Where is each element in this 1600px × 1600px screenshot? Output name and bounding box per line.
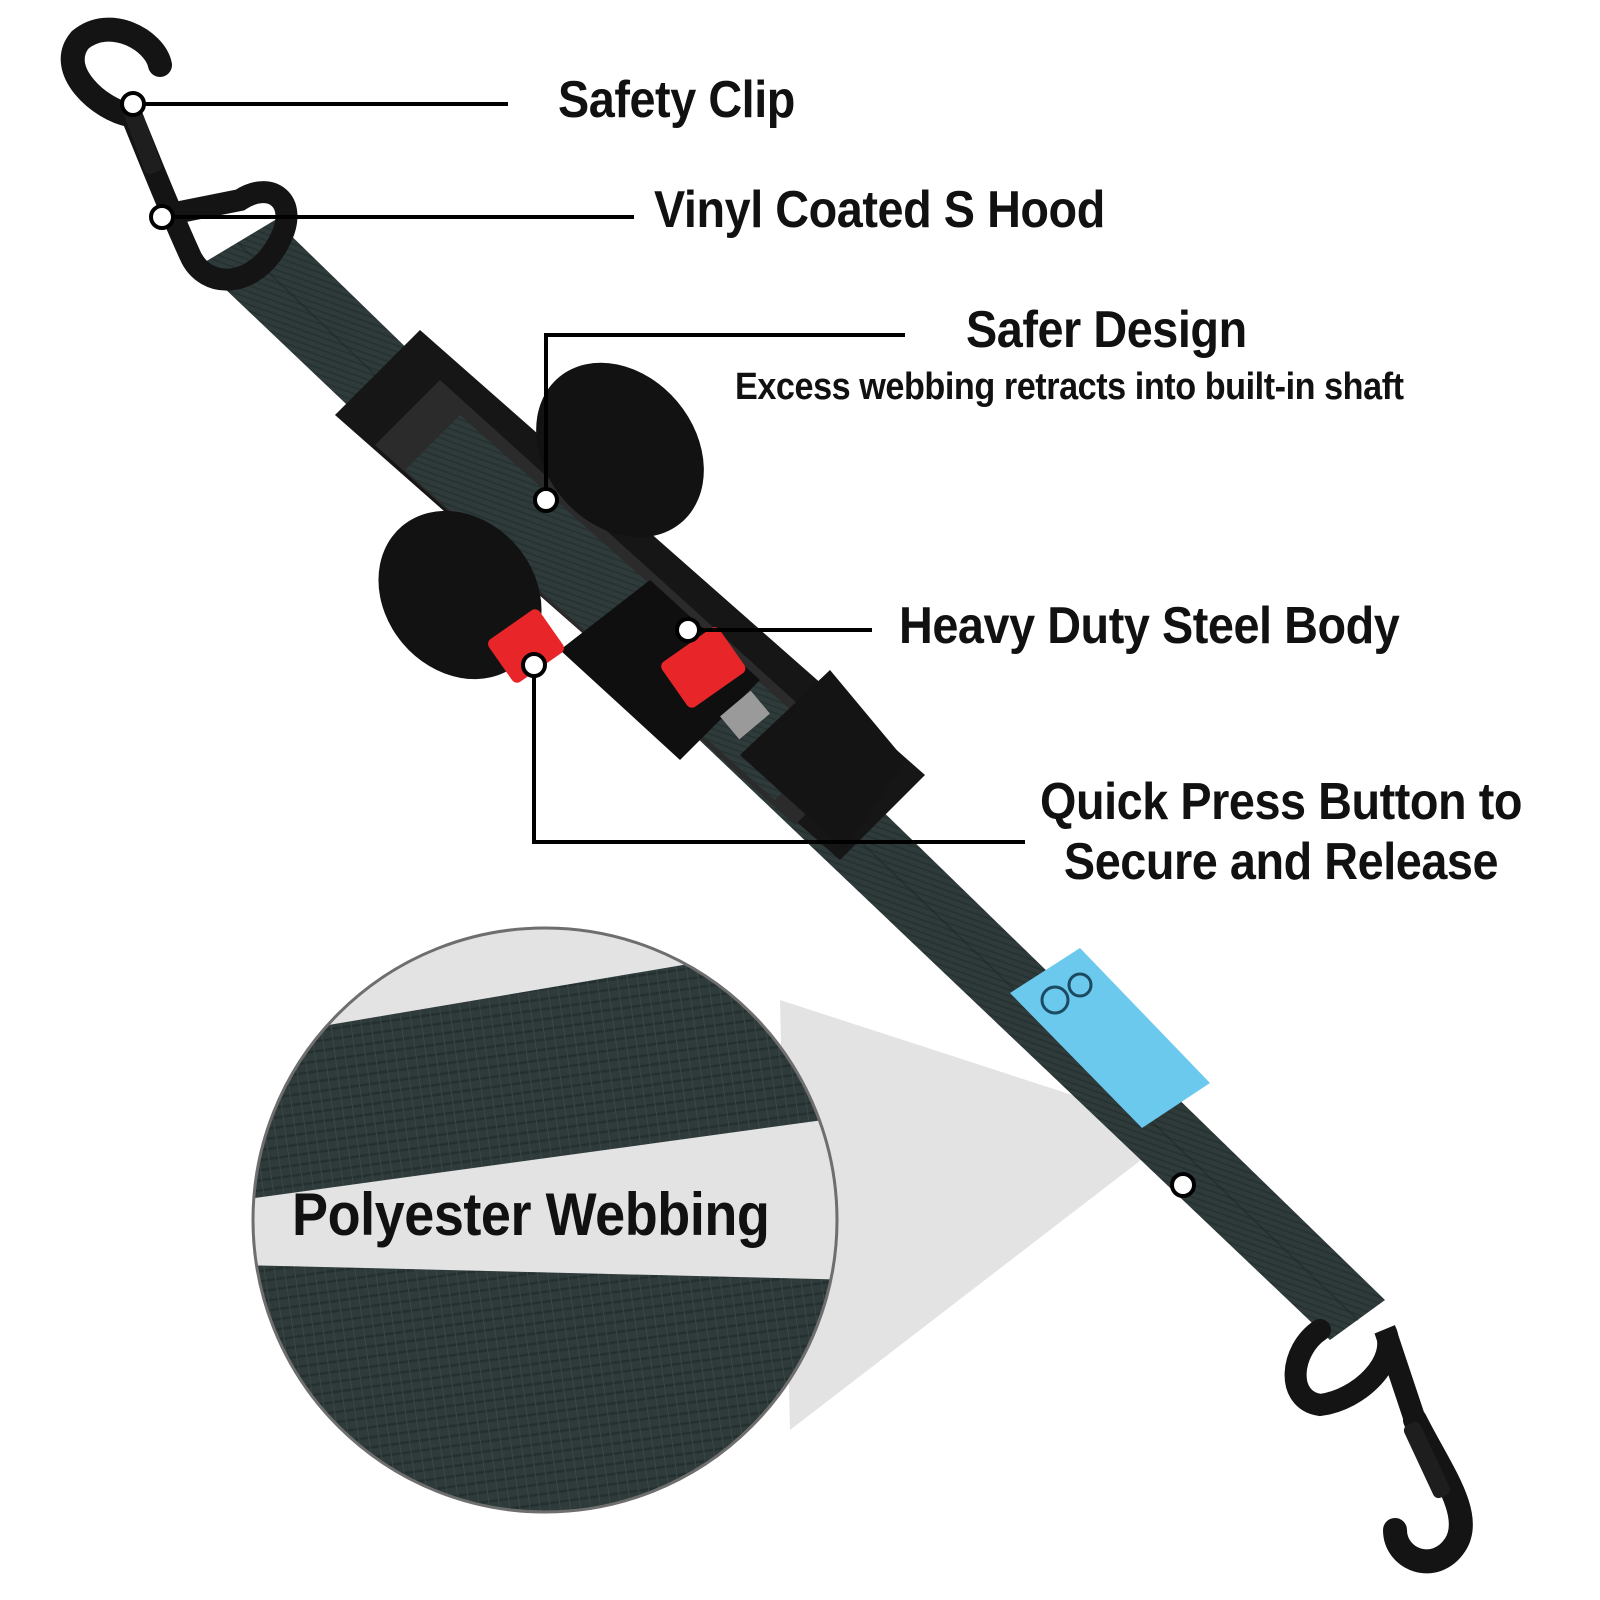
bottom-s-hook (1284, 1319, 1473, 1574)
zoom-beam (780, 1000, 1180, 1430)
callout-dot-quick-press (521, 652, 547, 678)
label-steel-body: Heavy Duty Steel Body (899, 597, 1400, 655)
callout-line-safer-design (544, 333, 905, 500)
callout-dots (120, 91, 1196, 1198)
callout-dot-s-hook (149, 204, 175, 230)
callout-dot-safer-design (533, 487, 559, 513)
strap-tag (1010, 948, 1210, 1128)
label-safer-design: Safer Design (966, 301, 1247, 359)
callout-dot-safety-clip (120, 91, 146, 117)
label-quick-press-line1: Quick Press Button to (1040, 773, 1523, 831)
ratchet-assembly (335, 330, 925, 860)
callout-lines (133, 102, 1025, 844)
callout-dot-steel-body (675, 617, 701, 643)
label-safer-design-sub: Excess webbing retracts into built-in sh… (735, 366, 1404, 408)
label-safety-clip: Safety Clip (558, 71, 795, 129)
label-quick-press: Quick Press Button to Secure and Release (1040, 772, 1522, 892)
callout-dot-webbing (1170, 1172, 1196, 1198)
label-quick-press-line2: Secure and Release (1063, 833, 1499, 891)
callout-line-quick-press (532, 665, 1025, 844)
label-s-hook: Vinyl Coated S Hood (654, 181, 1105, 239)
label-polyester-webbing: Polyester Webbing (292, 1181, 770, 1248)
webbing-zoom-view (251, 926, 839, 1514)
